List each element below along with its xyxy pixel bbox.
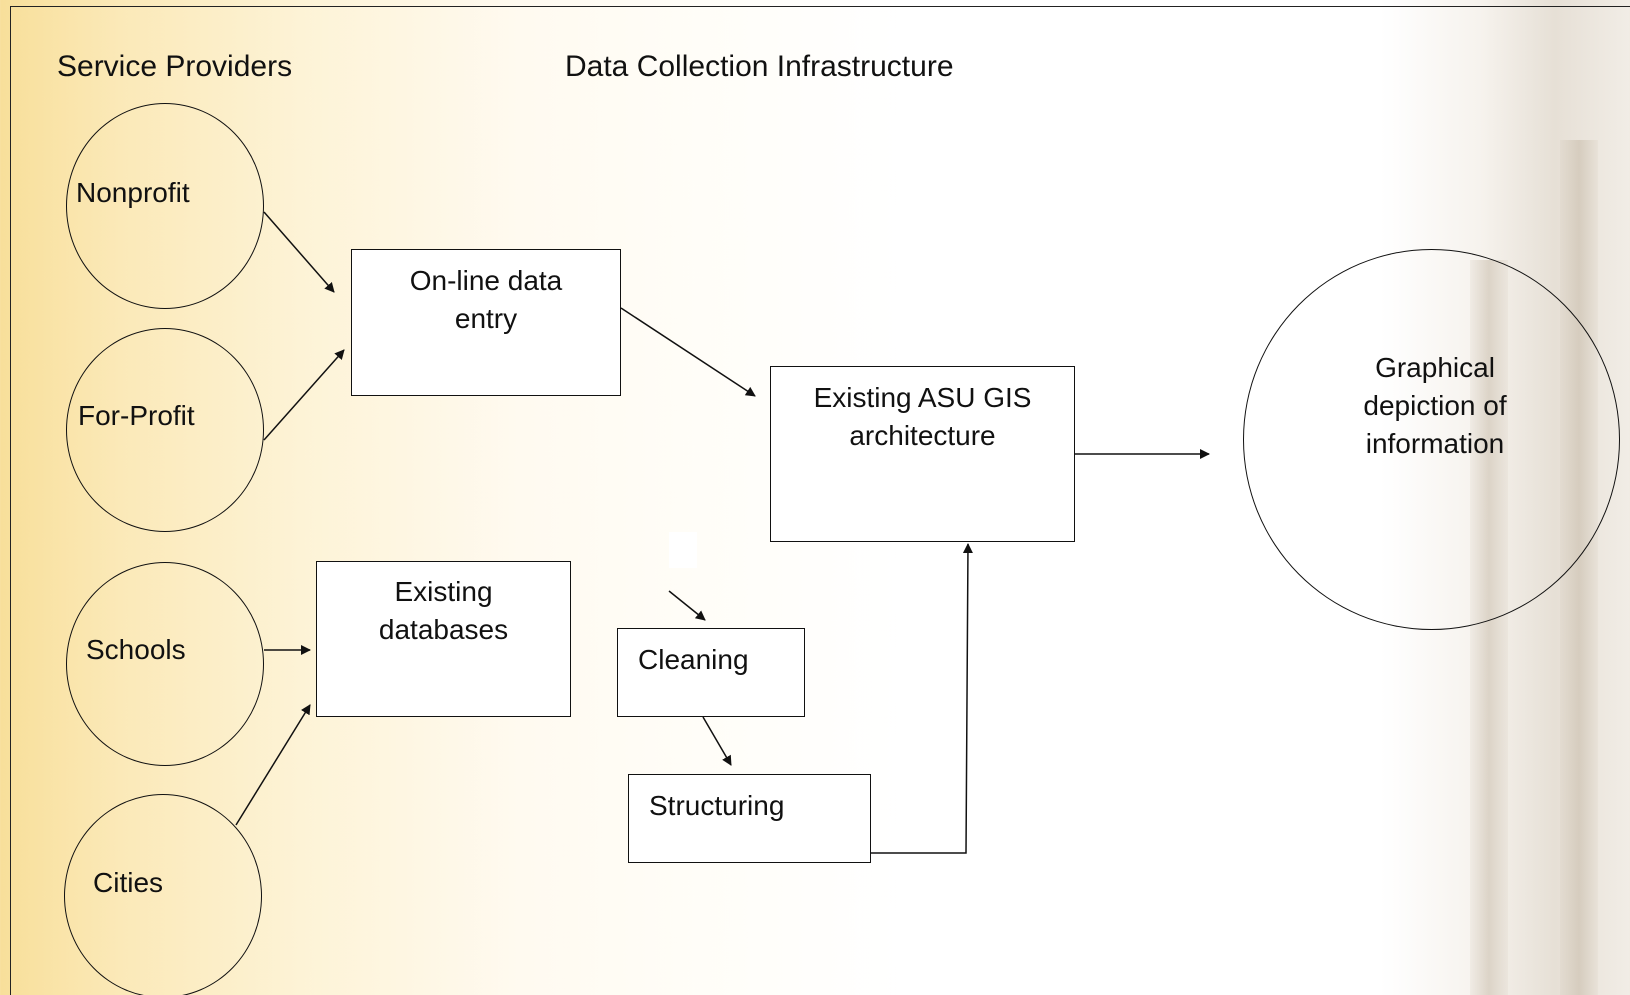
- arrow-cities-to-existing-db: [235, 704, 311, 826]
- arrow-cleaning-to-structuring: [702, 716, 732, 766]
- existing-databases-box: [316, 561, 571, 717]
- heading-data-collection: Data Collection Infrastructure: [565, 50, 954, 83]
- schools-node: [66, 562, 264, 766]
- existing-databases-label-line2: databases: [378, 614, 509, 645]
- graphical-depiction-label-line2: depiction of: [1363, 390, 1507, 421]
- gis-architecture-label-line2: architecture: [849, 420, 996, 451]
- cities-node: [64, 794, 262, 995]
- nonprofit-node: [66, 103, 264, 309]
- structuring-box: [628, 774, 871, 863]
- arrow-online-entry-to-gis: [620, 307, 756, 397]
- cleaning-label: Cleaning: [638, 644, 749, 675]
- arrow-nonprofit-to-online-entry: [263, 211, 335, 293]
- online-data-entry-label-line2: entry: [454, 303, 518, 334]
- gis-architecture-label-line1: Existing ASU GIS: [813, 382, 1032, 413]
- for-profit-node: [66, 328, 264, 532]
- schools-label: Schools: [86, 634, 186, 665]
- online-data-entry-box: [351, 249, 621, 396]
- graphical-depiction-label-line1: Graphical: [1375, 352, 1495, 383]
- arrow-structuring-to-gis: [871, 543, 973, 854]
- arrow-to-cleaning: [668, 590, 706, 621]
- slide-frame: [10, 6, 1630, 995]
- graphical-depiction-node: [1243, 249, 1620, 630]
- cities-label: Cities: [93, 867, 164, 898]
- heading-service-providers: Service Providers: [57, 50, 293, 83]
- structuring-label: Structuring: [649, 790, 785, 821]
- arrow-for-profit-to-online-entry: [263, 349, 345, 441]
- small-placeholder-box: [669, 532, 697, 568]
- graphical-depiction-label-line3: information: [1365, 428, 1505, 459]
- nonprofit-label: Nonprofit: [76, 177, 190, 208]
- online-data-entry-label-line1: On-line data: [409, 265, 563, 296]
- for-profit-label: For-Profit: [78, 400, 195, 431]
- cleaning-box: [617, 628, 805, 717]
- existing-databases-label-line1: Existing: [394, 576, 493, 607]
- gis-architecture-box: [770, 366, 1075, 542]
